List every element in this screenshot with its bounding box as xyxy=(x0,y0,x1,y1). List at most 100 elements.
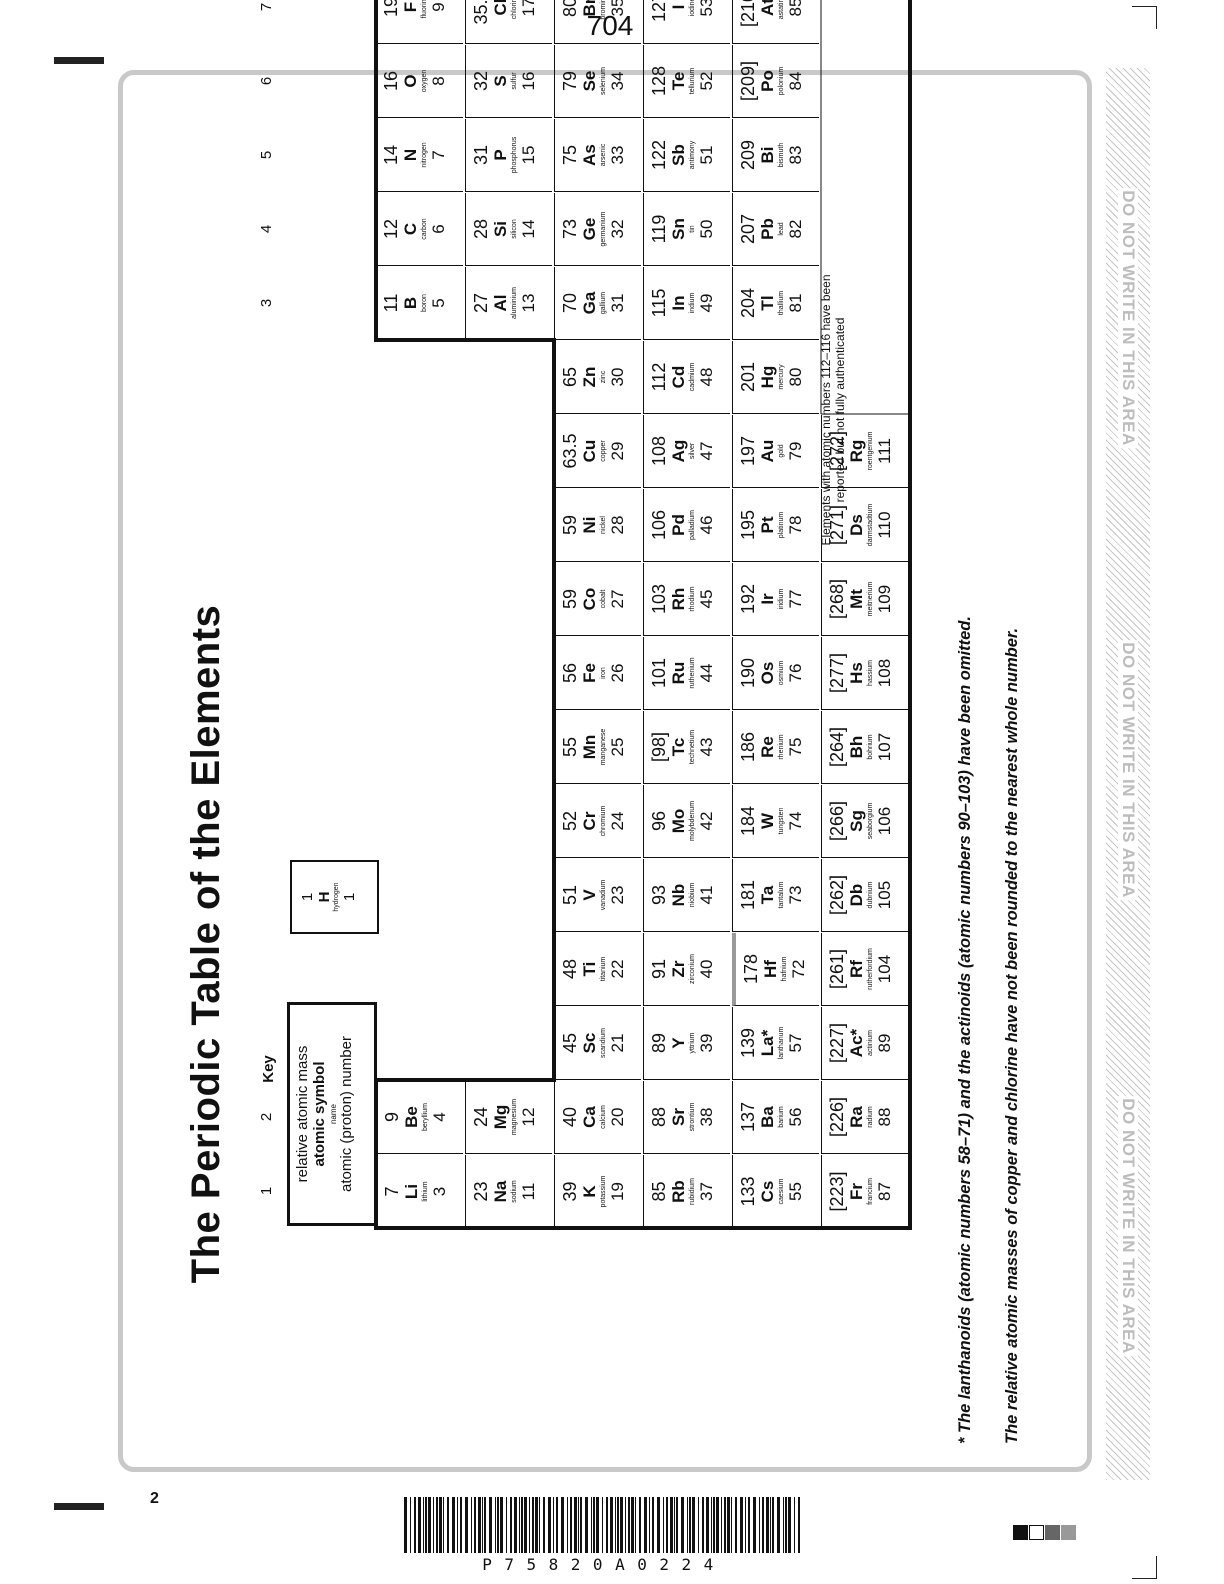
barcode-bar xyxy=(593,1497,595,1553)
element-name: fluorine xyxy=(421,0,428,19)
barcode-bar xyxy=(410,1497,411,1553)
barcode-bar xyxy=(532,1497,534,1553)
page-number-top: 704 xyxy=(586,10,634,41)
barcode-bar xyxy=(574,1497,577,1553)
element-name: iodine xyxy=(689,0,696,17)
element-mass: [210] xyxy=(738,0,758,28)
element-number: 9 xyxy=(429,2,448,12)
barcode-bar xyxy=(702,1497,704,1553)
barcode-bar xyxy=(713,1497,715,1553)
barcode-bar xyxy=(506,1497,507,1553)
barcode-bar xyxy=(711,1497,712,1553)
barcode-bar xyxy=(772,1497,774,1553)
crop-mark-top-right xyxy=(1132,6,1157,29)
barcode-bar xyxy=(663,1497,664,1553)
barcode-bar xyxy=(482,1497,483,1553)
barcode-bar xyxy=(783,1497,784,1553)
barcode-bar xyxy=(465,1497,468,1553)
barcode-bar xyxy=(497,1497,499,1553)
barcode-bar xyxy=(740,1497,743,1553)
barcode-bar xyxy=(745,1497,746,1553)
barcode-bar xyxy=(721,1497,722,1553)
barcode-bar xyxy=(495,1497,496,1553)
barcode-bar xyxy=(798,1497,800,1553)
barcode-bar xyxy=(548,1497,551,1553)
element-name: astatine xyxy=(778,0,785,20)
barcode-bar xyxy=(567,1497,568,1553)
barcode-bar xyxy=(433,1497,434,1553)
barcode-bar xyxy=(519,1497,520,1553)
barcode-bar xyxy=(570,1497,572,1553)
barcode-bar xyxy=(404,1497,407,1553)
element-symbol: Cl xyxy=(491,0,510,16)
element-mass: 80 xyxy=(560,0,580,18)
barcode-bar xyxy=(687,1497,688,1553)
barcode-bar xyxy=(521,1497,523,1553)
page-number-bottom: 2 xyxy=(150,1490,159,1507)
element-number: 85 xyxy=(786,0,805,17)
barcode-bar xyxy=(553,1497,554,1553)
barcode-bar xyxy=(753,1497,756,1553)
barcode-bar xyxy=(578,1497,579,1553)
element-number: 17 xyxy=(519,0,538,17)
barcode-bar xyxy=(657,1497,660,1553)
barcode-bar xyxy=(514,1497,517,1553)
barcode-bar xyxy=(591,1497,592,1553)
group-number: 7 xyxy=(258,2,275,12)
barcode-bar xyxy=(561,1497,564,1553)
element-mass: 19 xyxy=(381,0,401,18)
barcode-bar xyxy=(762,1497,764,1553)
barcode-bar xyxy=(418,1497,421,1553)
do-not-write-label: DO NOT WRITE IN THIS AREA xyxy=(1118,188,1138,448)
barcode-bar xyxy=(666,1497,668,1553)
footnote-lanthanoids: * The lanthanoids (atomic numbers 58–71)… xyxy=(956,616,974,1444)
barcode-bar xyxy=(423,1497,424,1553)
barcode-bar xyxy=(510,1497,512,1553)
barcode-bar xyxy=(635,1497,636,1553)
barcode-bar xyxy=(500,1497,503,1553)
barcode-bar xyxy=(617,1497,619,1553)
barcode-bar xyxy=(631,1497,634,1553)
element-name: bromine xyxy=(600,0,607,20)
crop-mark-bottom-right xyxy=(1132,1556,1157,1579)
do-not-write-label: DO NOT WRITE IN THIS AREA xyxy=(1118,1096,1138,1356)
barcode-bar xyxy=(670,1497,673,1553)
element-mass: 127 xyxy=(649,0,669,23)
barcode-bar xyxy=(443,1497,444,1553)
barcode-bar xyxy=(639,1497,641,1553)
barcode-bars xyxy=(404,1497,800,1553)
barcode-bar xyxy=(580,1497,582,1553)
barcode-bar xyxy=(471,1497,472,1553)
barcode-bar xyxy=(610,1497,613,1553)
barcode-bar xyxy=(489,1497,492,1553)
barcode-bar xyxy=(652,1497,654,1553)
barcode-bar xyxy=(620,1497,623,1553)
crop-mark-top-left xyxy=(54,57,104,64)
barcode-bar xyxy=(602,1497,603,1553)
barcode-bar xyxy=(735,1497,737,1553)
barcode-bar xyxy=(785,1497,787,1553)
barcode-bar xyxy=(628,1497,630,1553)
barcode-bar xyxy=(681,1497,684,1553)
barcode-bar xyxy=(425,1497,427,1553)
barcode-bar xyxy=(727,1497,730,1553)
barcode-bar xyxy=(535,1497,538,1553)
element-symbol: Br xyxy=(580,0,599,17)
barcode-bar xyxy=(529,1497,530,1553)
print-registration-squares xyxy=(1013,1525,1077,1545)
barcode-bar xyxy=(596,1497,599,1553)
barcode-bar xyxy=(731,1497,732,1553)
barcode-bar xyxy=(759,1497,760,1553)
barcode-bar xyxy=(452,1497,455,1553)
barcode-bar xyxy=(706,1497,709,1553)
element-number: 35 xyxy=(608,0,627,17)
barcode-bar xyxy=(439,1497,442,1553)
barcode-bar xyxy=(748,1497,750,1553)
barcode-bar xyxy=(460,1497,462,1553)
barcode-bar xyxy=(716,1497,719,1553)
